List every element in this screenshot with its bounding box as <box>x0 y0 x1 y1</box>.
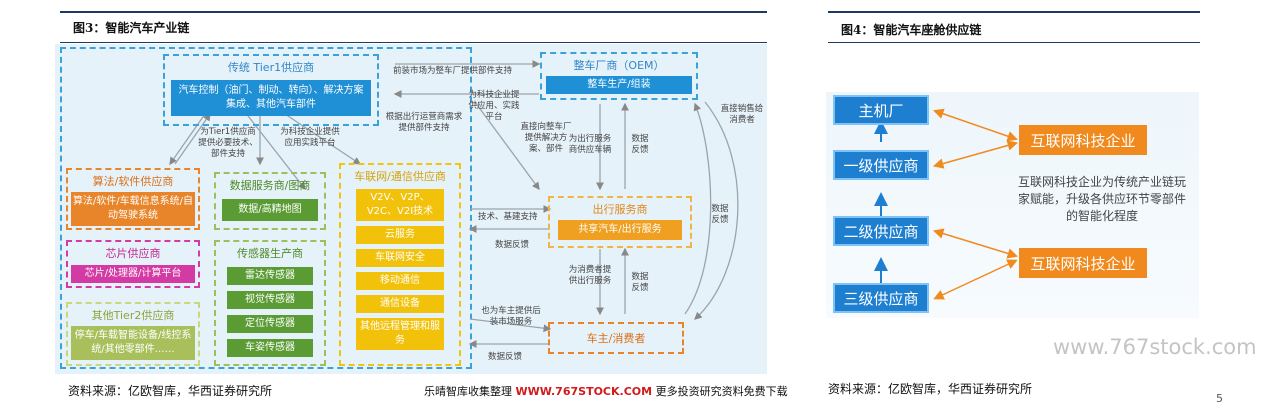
chip-body: 芯片/处理器/计算平台 <box>71 265 195 283</box>
fig4-description: 互联网科技企业为传统产业链玩家赋能，升级各供应环节零部件的智能化程度 <box>1017 175 1186 223</box>
fig3-title-rule <box>60 42 767 43</box>
algo-supplier-box: 算法/软件供应商 算法/软件/车载信息系统/自动驾驶系统 <box>66 168 200 230</box>
owner-box: 车主/消费者 <box>548 322 684 354</box>
v2x-title: 车联网/通信供应商 <box>354 170 446 183</box>
fig4-arrows <box>874 108 1019 300</box>
oem-box: 整车厂商（OEM） 整车生产/组装 <box>540 52 698 100</box>
sensor-title: 传感器生产商 <box>237 247 303 260</box>
mobility-title: 出行服务商 <box>592 203 648 216</box>
sensor-item-attitude: 车姿传感器 <box>227 339 313 357</box>
other-tier2-box: 其他Tier2供应商 停车/车载智能设备/线控系统/其他零部件…… <box>66 302 200 366</box>
v2x-item-mobile: 移动通信 <box>356 272 444 290</box>
note-feedback-bottom: 数据反馈 <box>488 352 523 362</box>
v2x-item-tech: V2V、V2P、V2C、V2I技术 <box>356 189 444 221</box>
note-feedback-oem: 数据反馈 <box>631 134 649 155</box>
fig3-top-rule <box>60 11 767 13</box>
data-service-body: 数据/高精地图 <box>222 199 318 221</box>
level-tier2: 二级供应商 <box>833 216 929 246</box>
note-direct-oem: 直接向整车厂提供解决方案、部件 <box>520 122 572 154</box>
v2x-item-security: 车联网安全 <box>356 249 444 267</box>
note-tech-practice: 为科技企业提供应用实践平台 <box>280 127 340 148</box>
oem-body: 整车生产/组装 <box>546 76 692 94</box>
chip-supplier-box: 芯片供应商 芯片/处理器/计算平台 <box>66 240 200 288</box>
v2x-item-equipment: 通信设备 <box>356 295 444 313</box>
note-tier1-support: 为Tier1供应商提供必要技术、部件支持 <box>198 127 258 159</box>
internet-tech-box-bottom: 互联网科技企业 <box>1019 248 1147 278</box>
note-mobility-demand: 根据出行运营商需求提供部件支持 <box>385 112 463 133</box>
v2x-item-cloud: 云服务 <box>356 226 444 244</box>
fig4-source: 资料来源：亿欧智库，华西证券研究所 <box>828 382 1033 396</box>
tier-region-frame <box>60 47 472 369</box>
level-tier3: 三级供应商 <box>833 283 929 313</box>
tier1-body: 汽车控制（油门、制动、转向）、解决方案集成、其他汽车部件 <box>171 80 371 116</box>
owner-title: 车主/消费者 <box>586 332 646 345</box>
internet-tech-box-top: 互联网科技企业 <box>1019 125 1147 155</box>
page-number: 5 <box>1216 392 1223 405</box>
mobility-service-box: 出行服务商 共享汽车/出行服务 <box>548 196 692 248</box>
algo-body: 算法/软件/车载信息系统/自动驾驶系统 <box>71 192 195 226</box>
fig3-source: 资料来源：亿欧智库，华西证券研究所 <box>68 384 273 398</box>
mobility-body: 共享汽车/出行服务 <box>558 220 682 240</box>
data-service-box: 数据服务商/图商 数据/高精地图 <box>214 172 326 230</box>
sensor-item-vision: 视觉传感器 <box>227 291 313 309</box>
footer-site-link[interactable]: WWW.767STOCK.COM <box>515 385 653 398</box>
other-tier2-title: 其他Tier2供应商 <box>91 309 175 322</box>
watermark: www.767stock.com <box>1053 335 1257 359</box>
note-supply-vehicles: 为出行服务商供应车辆 <box>568 134 612 155</box>
sensor-item-radar: 雷达传感器 <box>227 267 313 285</box>
v2x-item-remote: 其他远程管理和服务 <box>356 318 444 350</box>
note-direct-sale: 直接销售给消费者 <box>720 104 764 125</box>
fig4-top-rule <box>828 11 1200 13</box>
note-front-market: 前装市场为整车厂提供部件支持 <box>393 66 513 76</box>
tier1-supplier-box: 传统 Tier1供应商 汽车控制（油门、制动、转向）、解决方案集成、其他汽车部件 <box>163 54 379 126</box>
sensor-item-position: 定位传感器 <box>227 315 313 333</box>
data-service-title: 数据服务商/图商 <box>229 179 311 192</box>
v2x-supplier-box: 车联网/通信供应商 V2V、V2P、V2C、V2I技术 云服务 车联网安全 移动… <box>339 163 461 366</box>
note-feedback-consumer-oem: 数据反馈 <box>711 204 729 225</box>
level-tier1: 一级供应商 <box>833 150 929 180</box>
level-oem: 主机厂 <box>833 95 929 125</box>
fig4-title-rule <box>828 42 1200 43</box>
note-aftermarket: 也为车主提供后装市场服务 <box>481 306 541 327</box>
footer-prefix: 乐晴智库收集整理 <box>424 385 516 398</box>
chip-title: 芯片供应商 <box>105 247 161 260</box>
fig3-title: 图3：智能汽车产业链 <box>73 21 190 35</box>
tier1-title: 传统 Tier1供应商 <box>227 61 315 74</box>
oem-title: 整车厂商（OEM） <box>573 59 665 72</box>
footer-suffix: 更多投资研究资料免费下载 <box>652 385 788 398</box>
fig4-title: 图4：智能汽车座舱供应链 <box>841 23 982 37</box>
fig3-arrows <box>169 60 739 348</box>
sensor-box: 传感器生产商 雷达传感器 视觉传感器 定位传感器 车姿传感器 <box>214 240 326 366</box>
note-feedback-mobility: 数据反馈 <box>495 240 530 250</box>
note-infra-support: 技术、基建支持 <box>478 212 538 222</box>
other-tier2-body: 停车/车载智能设备/线控系统/其他零部件…… <box>71 326 195 360</box>
note-travel-service: 为消费者提供出行服务 <box>568 265 612 286</box>
note-feedback-owner: 数据反馈 <box>631 272 649 293</box>
note-tech-platform: 为科技企业提供应用、实践平台 <box>468 90 520 122</box>
algo-title: 算法/软件供应商 <box>92 175 174 188</box>
footer-center-banner: 乐晴智库收集整理 WWW.767STOCK.COM 更多投资研究资料免费下载 <box>424 383 788 399</box>
